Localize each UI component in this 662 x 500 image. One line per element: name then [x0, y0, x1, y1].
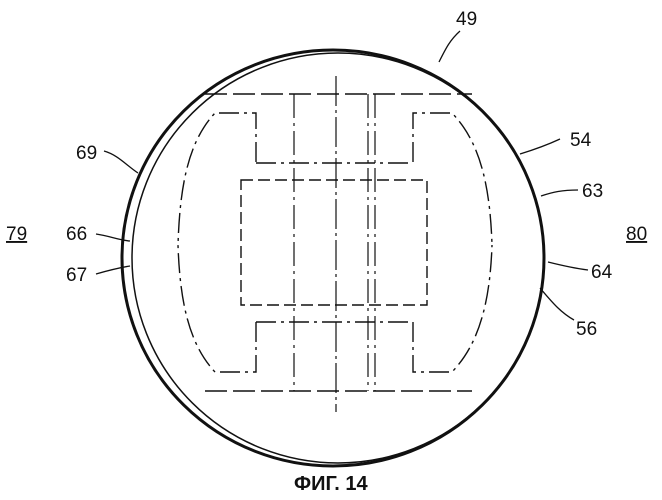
inner-outline-bottom	[178, 245, 492, 372]
label-64: 64	[591, 262, 613, 283]
central-rectangle	[241, 180, 427, 305]
label-54: 54	[570, 130, 592, 151]
leader-67	[96, 266, 130, 274]
leader-63	[541, 190, 578, 196]
label-69: 69	[76, 143, 97, 164]
leader-54	[520, 139, 560, 154]
leader-66	[96, 234, 130, 241]
leader-64	[548, 262, 588, 270]
outer-ring-inner	[132, 53, 544, 463]
leader-56	[540, 288, 574, 320]
label-80: 80	[626, 224, 647, 245]
label-56: 56	[576, 319, 597, 340]
outer-ring-thick	[122, 50, 544, 466]
label-49: 49	[456, 9, 477, 30]
label-66: 66	[66, 224, 87, 245]
label-63: 63	[582, 181, 603, 202]
leader-49	[439, 31, 460, 62]
inner-outline-top	[178, 113, 492, 245]
label-67: 67	[66, 265, 87, 286]
leader-69	[104, 151, 138, 173]
figure-caption: ФИГ. 14	[294, 473, 369, 495]
label-79: 79	[6, 224, 27, 245]
